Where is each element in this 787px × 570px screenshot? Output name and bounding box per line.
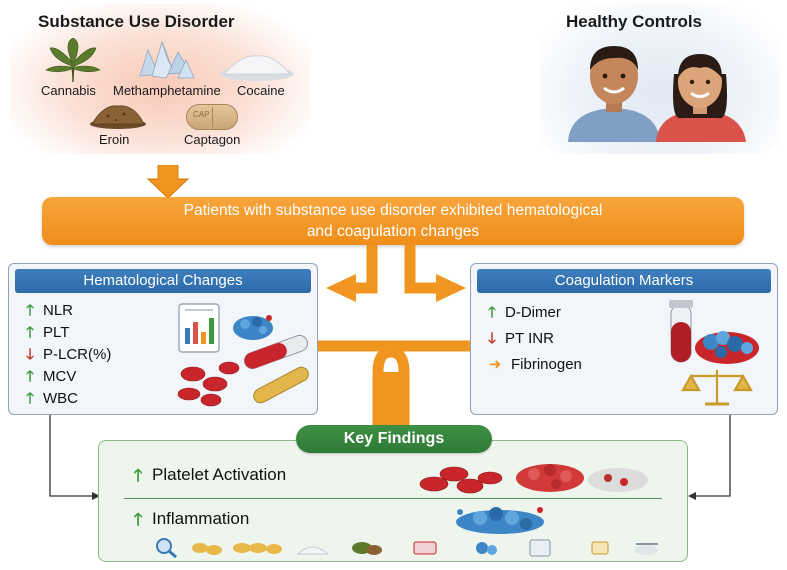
up-arrow-icon: 🡑 bbox=[133, 465, 143, 485]
cocaine-powder-icon bbox=[296, 546, 330, 555]
male-person-icon bbox=[568, 46, 660, 142]
marker-label: WBC bbox=[43, 390, 78, 407]
findings-divider bbox=[124, 498, 662, 499]
meth-label: Methamphetamine bbox=[113, 83, 221, 98]
eroin-label: Eroin bbox=[99, 132, 130, 147]
marker-label: P-LCR(%) bbox=[43, 346, 112, 363]
marker-plcr: 🡓 P-LCR(%) bbox=[23, 346, 111, 363]
marker-mcv: 🡑 MCV bbox=[23, 368, 76, 385]
marker-label: PLT bbox=[43, 324, 70, 341]
pill-icon bbox=[529, 539, 551, 557]
summary-line-1: Patients with substance use disorder exh… bbox=[183, 202, 603, 219]
hematology-illustration bbox=[177, 303, 309, 407]
lab-report-icon bbox=[178, 303, 220, 353]
coagulation-illustration bbox=[669, 300, 759, 406]
finding-platelet-activation: 🡑 Platelet Activation bbox=[130, 465, 287, 485]
up-arrow-icon: 🡑 bbox=[26, 390, 34, 407]
marker-wbc: 🡑 WBC bbox=[23, 390, 78, 407]
heroin-powder-icon bbox=[90, 105, 146, 129]
blood-vial-icon bbox=[669, 300, 693, 363]
marker-pt-inr: 🡓 PT INR bbox=[485, 330, 554, 347]
marker-label: MCV bbox=[43, 368, 77, 385]
finding-inflammation: 🡑 Inflammation bbox=[130, 509, 250, 529]
platelet-cluster-icon bbox=[476, 542, 497, 555]
captagon-pill-icon: CAP bbox=[186, 104, 238, 130]
down-arrow-icon bbox=[146, 165, 190, 199]
cocaine-powder-icon bbox=[634, 543, 658, 555]
pill-icon bbox=[192, 543, 222, 555]
platelet-cluster-icon bbox=[233, 315, 273, 340]
key-findings-title: Key Findings bbox=[296, 425, 492, 453]
coagulation-panel: Coagulation Markers 🡑 D-Dimer 🡓 PT INR ➜… bbox=[470, 263, 778, 415]
marker-label: NLR bbox=[43, 302, 74, 319]
key-findings-panel bbox=[98, 440, 688, 562]
marker-fibrinogen: ➜ Fibrinogen bbox=[485, 356, 582, 373]
pill-icon bbox=[233, 543, 282, 554]
platelet-activation-illustration bbox=[419, 464, 648, 494]
red-blood-cell-icon bbox=[419, 466, 503, 494]
pill-icon bbox=[591, 541, 609, 555]
marker-plt: 🡑 PLT bbox=[23, 324, 69, 341]
up-arrow-icon: 🡑 bbox=[26, 324, 34, 341]
summary-line-2: and coagulation changes bbox=[306, 223, 480, 240]
up-arrow-icon: 🡑 bbox=[26, 302, 34, 319]
cannabis-label: Cannabis bbox=[41, 83, 96, 98]
inflammation-cluster-illustration bbox=[456, 507, 544, 534]
controls-title: Healthy Controls bbox=[566, 12, 703, 31]
healthy-people-illustration bbox=[568, 46, 746, 142]
pill-icon bbox=[413, 541, 437, 555]
captagon-label: Captagon bbox=[184, 132, 241, 147]
platelet-cluster-icon bbox=[695, 331, 759, 364]
sud-title: Substance Use Disorder bbox=[38, 12, 235, 31]
hematological-title: Hematological Changes bbox=[15, 269, 311, 293]
summary-bar: Patients with substance use disorder exh… bbox=[42, 197, 744, 245]
red-blood-cell-icon bbox=[177, 361, 240, 407]
captagon-imprint: CAP bbox=[193, 110, 210, 119]
up-arrow-icon: 🡑 bbox=[488, 304, 496, 321]
down-arrow-icon: 🡓 bbox=[26, 346, 34, 363]
cocaine-label: Cocaine bbox=[237, 83, 285, 98]
marker-label: Fibrinogen bbox=[511, 356, 582, 373]
up-arrow-icon: 🡑 bbox=[133, 509, 143, 529]
hematological-panel: Hematological Changes 🡑 NLR 🡑 PLT 🡓 P-LC… bbox=[8, 263, 318, 415]
platelet-cluster-icon bbox=[516, 464, 648, 492]
drug-icons-row bbox=[156, 538, 658, 558]
marker-nlr: 🡑 NLR bbox=[23, 302, 73, 319]
finding-label: Inflammation bbox=[152, 509, 250, 528]
cannabis-leaf-icon bbox=[45, 38, 101, 82]
female-person-icon bbox=[656, 54, 746, 142]
meth-crystal-icon bbox=[139, 40, 195, 79]
scale-icon bbox=[681, 370, 753, 406]
right-arrow-icon: ➜ bbox=[488, 356, 502, 373]
down-arrow-icon: 🡓 bbox=[488, 330, 496, 347]
cocaine-powder-icon bbox=[220, 55, 294, 81]
coagulation-title: Coagulation Markers bbox=[477, 269, 771, 293]
cannabis-leaf-icon bbox=[352, 542, 382, 555]
marker-d-dimer: 🡑 D-Dimer bbox=[485, 304, 561, 321]
marker-label: PT INR bbox=[505, 330, 554, 347]
magnifier-icon bbox=[156, 538, 177, 558]
finding-label: Platelet Activation bbox=[152, 465, 287, 484]
marker-label: D-Dimer bbox=[505, 304, 561, 321]
blood-vial-icon bbox=[244, 334, 309, 404]
up-arrow-icon: 🡑 bbox=[26, 368, 34, 385]
